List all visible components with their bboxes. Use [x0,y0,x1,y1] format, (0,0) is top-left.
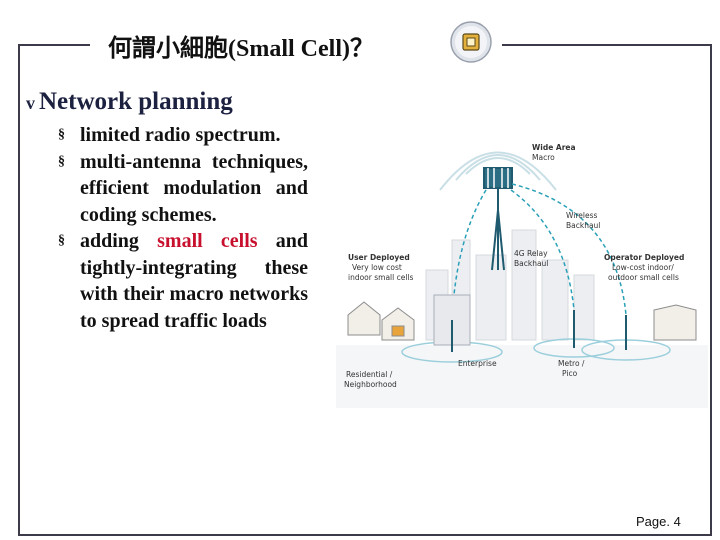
label-user-deployed: User Deployed [348,253,410,262]
label-user-sub-1: Very low cost [352,263,402,272]
label-metro-2: Pico [562,369,578,378]
bullet-text-suffix: and tightly-integrating these with their… [80,230,308,332]
bullet-marker: § [58,153,65,169]
label-metro-1: Metro / [558,359,585,368]
houses [347,301,697,341]
frame-left-line [18,44,20,536]
bullet-marker: § [58,233,65,248]
label-relay-1: 4G Relay [514,249,548,258]
label-wide-area: Wide Area [532,143,576,152]
small-cell-network-diagram: Wide Area Macro Wireless Backhaul 4G Rel… [336,143,708,408]
label-operator-sub-1: Low-cost indoor/ [612,263,674,272]
label-relay-2: Backhaul [514,259,548,268]
bullet-text: limited radio spectrum. [80,124,281,146]
slide-title: 何謂小細胞(Small Cell)？ [108,36,374,62]
label-wireless-backhaul-1: Wireless [566,211,597,220]
frame-top-line-right [502,44,712,46]
section-heading-text: Network planning [39,88,233,115]
square-button-icon [450,21,492,63]
backhaul-links [451,183,627,321]
label-wireless-backhaul-2: Backhaul [566,221,600,230]
label-operator-deployed: Operator Deployed [604,253,684,262]
macro-tower-icon [483,167,513,271]
small-cell-poles [451,310,627,352]
frame-top-line-left [18,44,90,46]
label-residential-1: Residential / [346,370,393,379]
bullet-marker: § [58,127,65,142]
bullet-text: multi-antenna techniques, efficient modu… [80,150,308,226]
macro-coverage-arcs [439,151,557,191]
label-operator-sub-2: outdoor small cells [608,273,679,282]
bullet-list: § limited radio spectrum. § multi-antenn… [58,122,308,334]
label-residential-2: Neighborhood [344,380,397,389]
frame-bottom-line [18,534,712,536]
label-macro: Macro [532,153,555,162]
label-user-sub-2: indoor small cells [348,273,414,282]
list-item: § multi-antenna techniques, efficient mo… [58,149,308,229]
diamond-bullet-icon: v [26,93,35,113]
label-enterprise: Enterprise [458,359,497,368]
bullet-text-prefix: adding [80,230,158,252]
city-skyline [425,229,595,341]
page-number: Page. 4 [636,514,681,529]
list-item: § adding small cells and tightly-integra… [58,228,308,334]
frame-right-line [710,44,712,536]
list-item: § limited radio spectrum. [58,122,308,149]
highlighted-term: small cells [157,230,258,252]
